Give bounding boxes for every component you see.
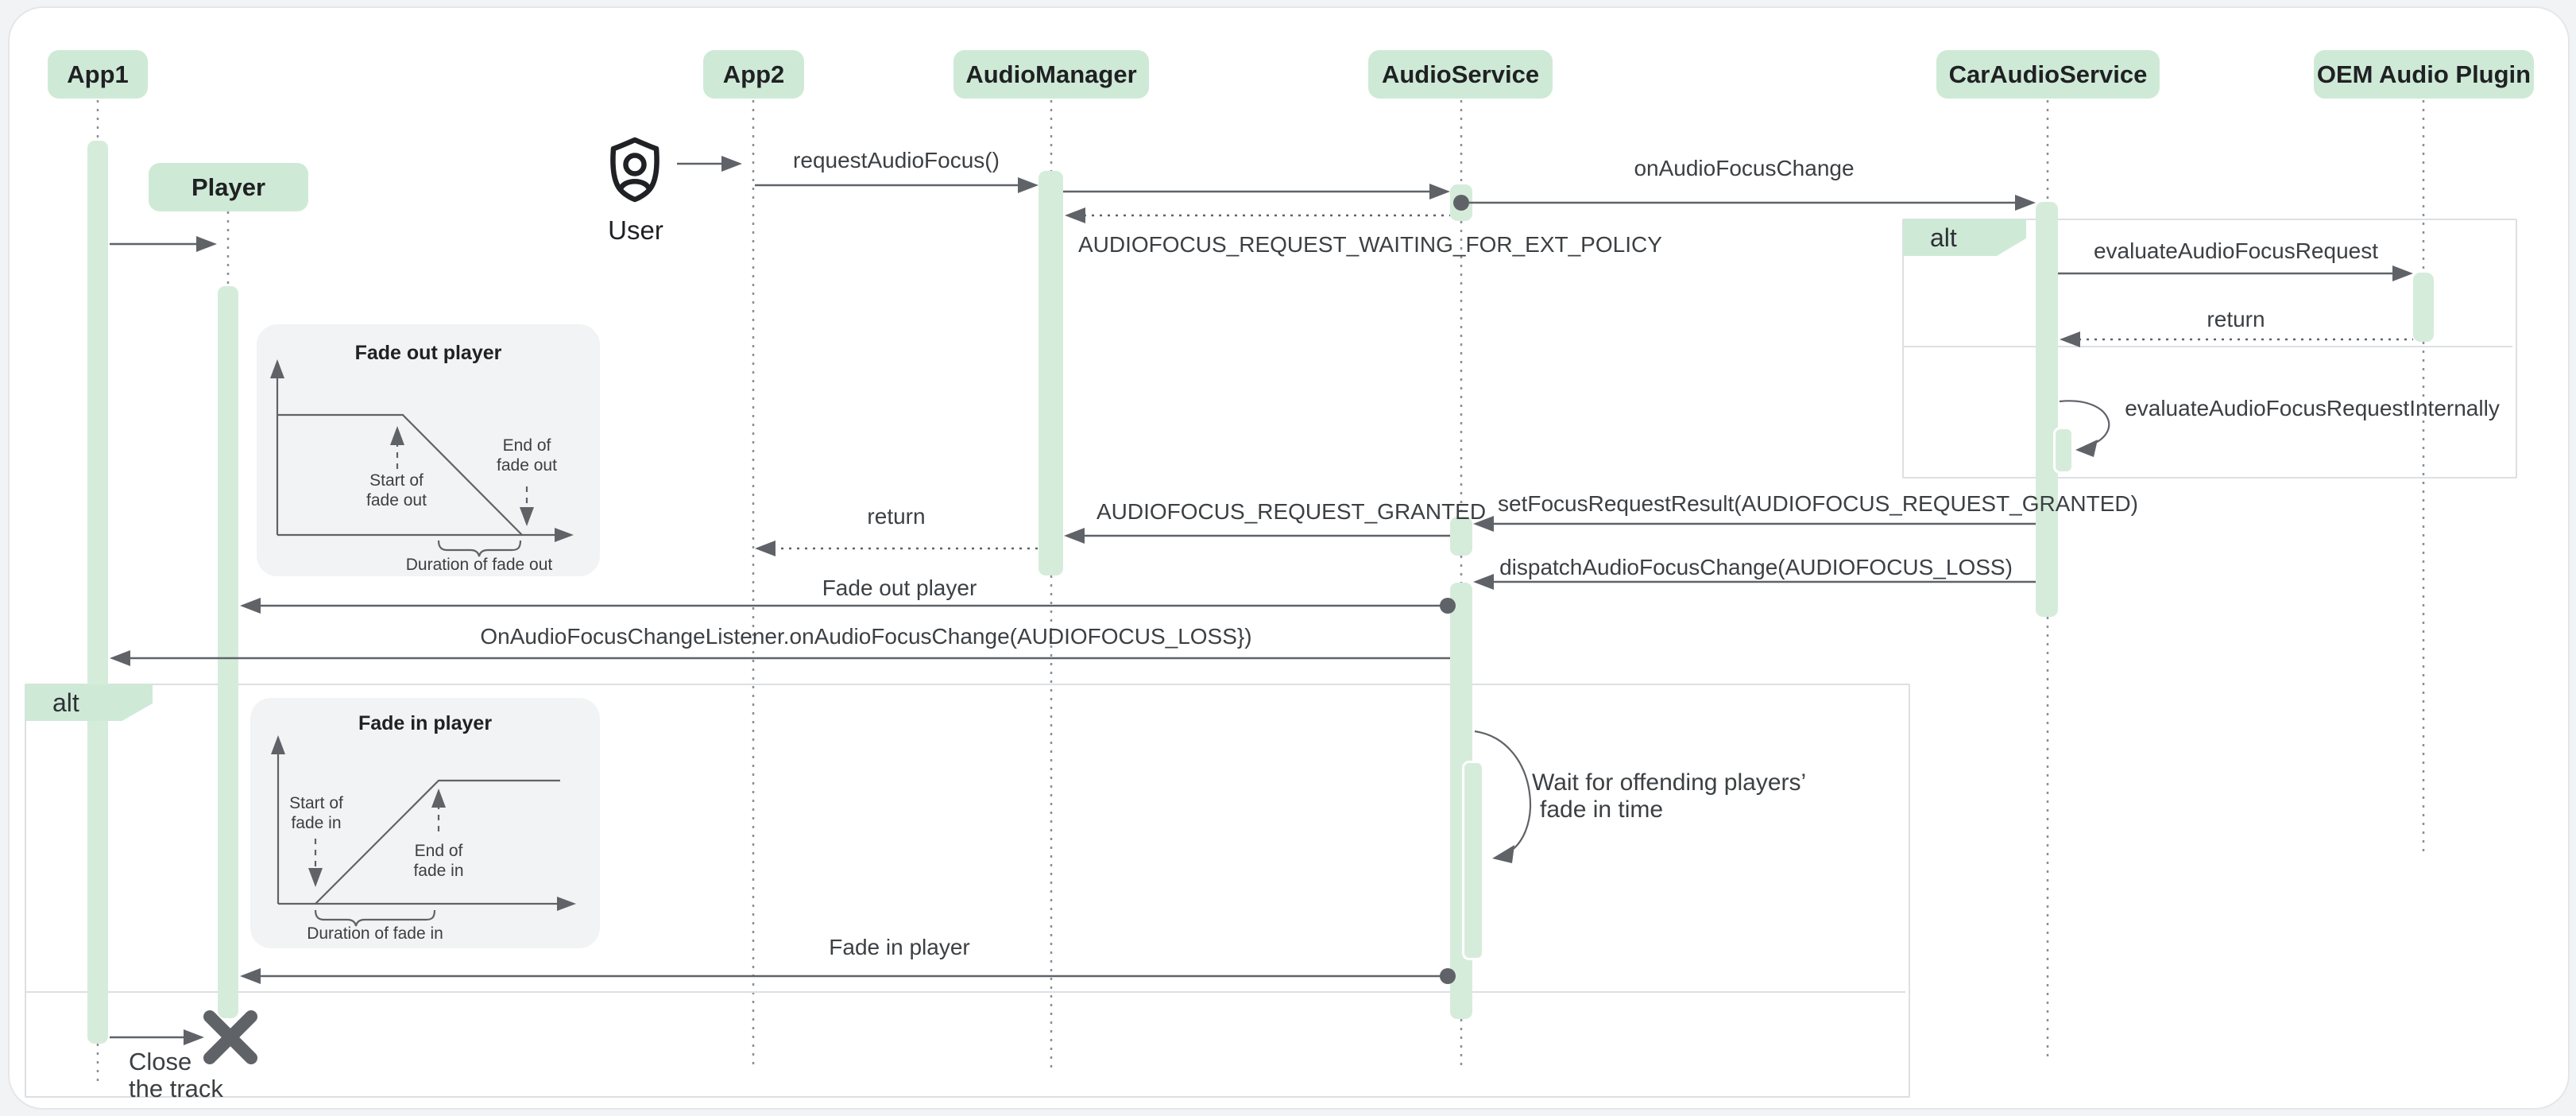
arrow-waiting-return bbox=[1065, 207, 1450, 223]
fade-out-title: Fade out player bbox=[354, 342, 502, 364]
participant-player: Player bbox=[149, 163, 308, 211]
activation-caraudioservice-internal bbox=[2053, 427, 2074, 474]
fade-in-inset-panel bbox=[250, 698, 600, 948]
label-wait-line1: Wait for offending players’ bbox=[1532, 769, 1807, 796]
arrow-request-audio-focus bbox=[755, 177, 1039, 193]
label-wait-line2: fade in time bbox=[1540, 796, 1664, 823]
label-on-audio-focus-change: onAudioFocusChange bbox=[1634, 156, 1855, 180]
arrow-set-focus-request-result bbox=[1473, 516, 2036, 532]
participant-oem-label: OEM Audio Plugin bbox=[2316, 60, 2532, 88]
arrow-request-granted bbox=[1064, 528, 1450, 544]
label-return-from-oem: return bbox=[2207, 307, 2265, 331]
participant-caraudioservice-label: CarAudioService bbox=[1948, 60, 2148, 88]
activation-audioservice-wait bbox=[1462, 761, 1484, 960]
participant-app1: App1 bbox=[48, 50, 148, 99]
arrow-user-to-app2 bbox=[677, 156, 742, 172]
label-dispatch-focus-change: dispatchAudioFocusChange(AUDIOFOCUS_LOSS… bbox=[1499, 555, 2013, 579]
fade-in-title: Fade in player bbox=[358, 712, 493, 734]
arrow-wait-loop bbox=[1474, 730, 1532, 863]
participant-app2: App2 bbox=[703, 50, 804, 99]
participant-caraudioservice: CarAudioService bbox=[1936, 50, 2160, 99]
label-waiting-for-ext-policy: AUDIOFOCUS_REQUEST_WAITING_FOR_EXT_POLIC… bbox=[1078, 232, 1662, 257]
alt-left-label: alt bbox=[52, 688, 79, 717]
label-on-change-listener: OnAudioFocusChangeListener.onAudioFocusC… bbox=[480, 624, 1252, 649]
arrow-evaluate-internally-loop bbox=[2059, 400, 2110, 457]
arrow-fade-in-player bbox=[240, 968, 1456, 984]
arrow-app1-to-player bbox=[110, 236, 217, 252]
fade-in-start-l1: Start of bbox=[289, 794, 343, 812]
label-set-focus-request-result: setFocusRequestResult(AUDIOFOCUS_REQUEST… bbox=[1498, 491, 2138, 516]
label-close-line2: the track bbox=[129, 1075, 223, 1102]
user-icon bbox=[610, 137, 659, 203]
fade-out-start-l2: fade out bbox=[366, 491, 427, 510]
activation-audiomanager bbox=[1039, 171, 1063, 575]
fade-out-end-l2: fade out bbox=[497, 456, 557, 475]
fade-in-duration: Duration of fade in bbox=[307, 924, 443, 943]
activation-app1 bbox=[87, 141, 108, 1044]
label-fade-out-player: Fade out player bbox=[822, 575, 977, 600]
activation-caraudioservice bbox=[2036, 202, 2058, 617]
participant-player-label: Player bbox=[191, 172, 266, 201]
arrow-return-to-app2 bbox=[755, 541, 1039, 556]
fade-out-start-l1: Start of bbox=[369, 471, 424, 490]
fade-out-duration: Duration of fade out bbox=[405, 556, 553, 574]
label-request-granted: AUDIOFOCUS_REQUEST_GRANTED bbox=[1097, 499, 1487, 524]
label-close-line1: Close bbox=[129, 1048, 192, 1075]
arrow-on-audio-focus-change bbox=[1453, 195, 2036, 211]
fade-in-start-l2: fade in bbox=[291, 814, 342, 832]
fade-in-chart bbox=[271, 735, 576, 927]
fade-out-end-l1: End of bbox=[502, 436, 551, 455]
participant-audiomanager: AudioManager bbox=[953, 50, 1149, 99]
participant-audioservice-label: AudioService bbox=[1381, 60, 1540, 88]
destroy-x-icon bbox=[203, 1010, 257, 1064]
label-fade-in-player: Fade in player bbox=[829, 935, 970, 959]
arrow-manager-to-service bbox=[1063, 184, 1450, 200]
participant-app1-label: App1 bbox=[67, 60, 129, 88]
fade-in-end-l2: fade in bbox=[413, 862, 464, 880]
label-return-to-app2: return bbox=[867, 504, 926, 529]
participant-app2-label: App2 bbox=[722, 60, 785, 88]
label-evaluate-internally: evaluateAudioFocusRequestInternally bbox=[2125, 396, 2500, 420]
activation-oem bbox=[2413, 273, 2434, 342]
label-request-audio-focus: requestAudioFocus() bbox=[793, 148, 1000, 172]
arrow-evaluate-request bbox=[2058, 265, 2413, 281]
activation-audioservice-2 bbox=[1450, 517, 1472, 556]
alt-right-tab: alt bbox=[1903, 219, 2026, 256]
fade-in-end-l1: End of bbox=[414, 842, 463, 860]
participant-audiomanager-label: AudioManager bbox=[965, 60, 1137, 88]
alt-right-label: alt bbox=[1930, 223, 1957, 252]
label-evaluate-request: evaluateAudioFocusRequest bbox=[2093, 238, 2378, 263]
arrow-return-from-oem bbox=[2060, 331, 2413, 347]
alt-fragment-left bbox=[25, 684, 1910, 1098]
alt-left-tab: alt bbox=[25, 684, 153, 721]
fade-out-chart bbox=[270, 359, 574, 557]
arrow-dispatch-focus-change bbox=[1473, 574, 2036, 590]
participant-audioservice: AudioService bbox=[1368, 50, 1553, 99]
alt-fragment-right bbox=[1902, 219, 2517, 479]
arrow-fade-out-player bbox=[240, 598, 1456, 614]
arrow-close-track bbox=[110, 1029, 204, 1045]
label-user: User bbox=[608, 215, 663, 245]
arrow-on-change-listener bbox=[110, 650, 1450, 666]
activation-player bbox=[218, 286, 238, 1018]
participant-oem: OEM Audio Plugin bbox=[2314, 50, 2534, 99]
